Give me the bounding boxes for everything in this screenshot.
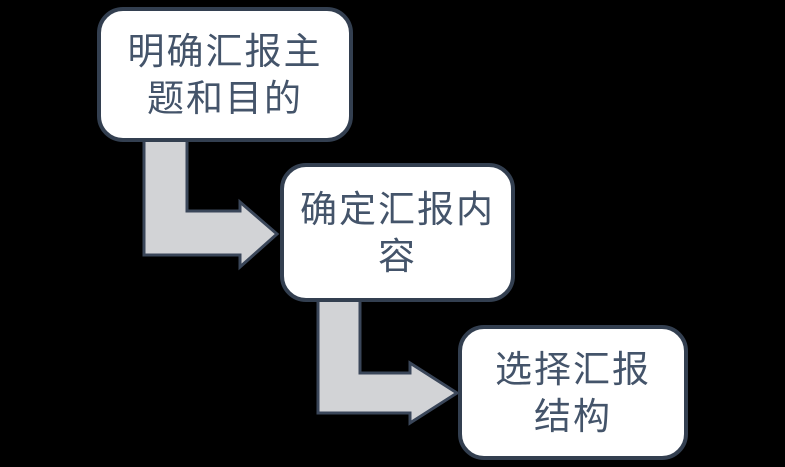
flow-step-2-text-line-2: 容	[378, 235, 417, 277]
flow-step-1-text-line-1: 明确汇报主	[127, 30, 323, 72]
flow-step-3-text-line-1: 选择汇报	[495, 348, 651, 390]
flow-step-1: 明确汇报主 题和目的	[97, 7, 353, 142]
flow-step-2-text-line-1: 确定汇报内	[300, 188, 495, 230]
elbow-arrow-2-icon	[316, 297, 460, 426]
flow-step-3-text-line-2: 结构	[534, 395, 612, 437]
flow-step-1-text-line-2: 题和目的	[147, 77, 303, 119]
elbow-arrow-1-icon	[142, 137, 280, 271]
flow-step-3: 选择汇报 结构	[458, 325, 688, 460]
flow-step-2: 确定汇报内 容	[280, 163, 515, 302]
